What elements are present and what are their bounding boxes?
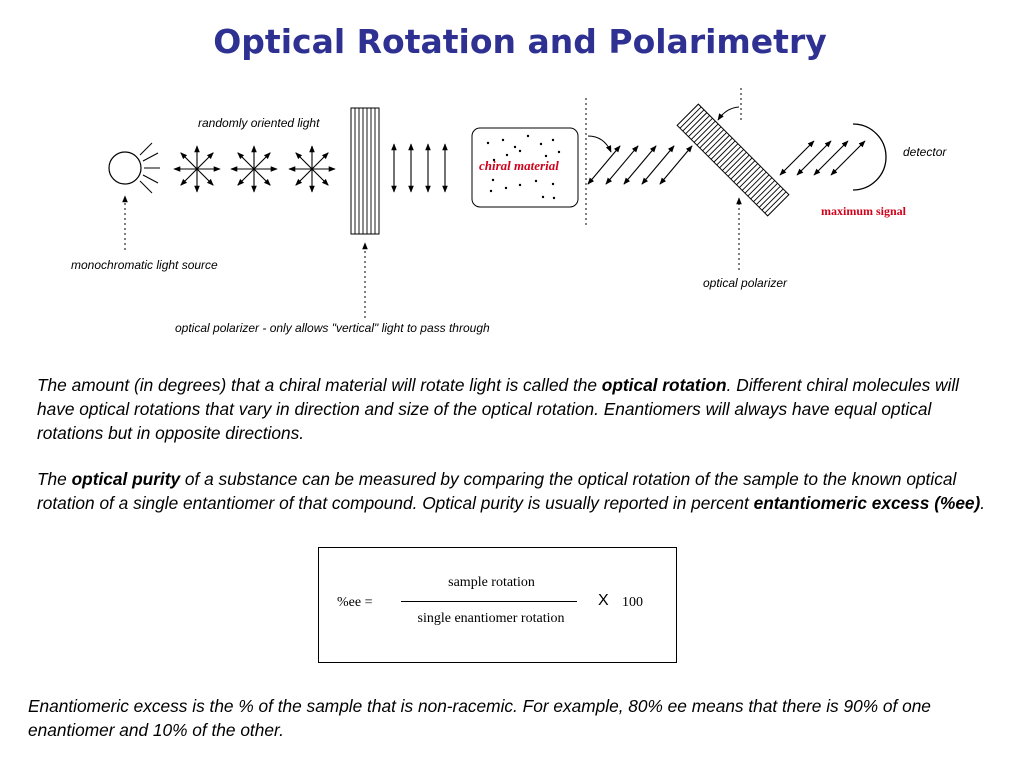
rotated-light-arrow xyxy=(587,145,621,185)
chiral-material-cell: chiral material xyxy=(471,127,579,208)
rotated-light-arrow xyxy=(623,145,657,185)
term-optical-purity: optical purity xyxy=(71,469,181,489)
transmitted-light-arrows xyxy=(779,140,866,176)
light-ray-arrow xyxy=(311,168,329,186)
paragraph-optical-rotation: The amount (in degrees) that a chiral ma… xyxy=(37,375,960,443)
rotated-light-arrow xyxy=(641,145,675,185)
first-polarizer xyxy=(350,107,380,235)
light-ray-arrow xyxy=(295,168,313,186)
term-enantiomeric-excess: entantiomeric excess (%ee) xyxy=(753,493,981,513)
formula-numerator: sample rotation xyxy=(448,575,535,590)
polarimetry-diagram: randomly oriented light chiral material … xyxy=(71,88,947,335)
vertical-polarized-arrows xyxy=(391,143,448,193)
formula-times: X xyxy=(598,592,609,609)
rotation-indicator-2-icon xyxy=(717,88,742,121)
label-second-polarizer: optical polarizer xyxy=(703,276,788,290)
transmitted-light-arrow xyxy=(796,140,832,176)
formula-denominator: single enantiomer rotation xyxy=(417,611,565,626)
label-chiral-material: chiral material xyxy=(479,158,559,173)
formula-factor: 100 xyxy=(622,595,643,610)
light-ray-arrow xyxy=(180,168,198,186)
light-ray-arrow xyxy=(311,152,329,170)
light-source-icon xyxy=(108,142,160,194)
light-ray-arrow xyxy=(253,168,271,186)
light-ray-arrow xyxy=(237,152,255,170)
rotated-light-arrows xyxy=(587,145,693,185)
term-optical-rotation: optical rotation xyxy=(601,375,727,395)
ee-formula: %ee = sample rotation single enantiomer … xyxy=(318,547,677,663)
fraction-bar xyxy=(401,601,577,602)
second-polarizer xyxy=(676,103,790,217)
light-ray-arrow xyxy=(196,168,214,186)
footer-note: Enantiomeric excess is the % of the samp… xyxy=(28,696,931,740)
label-first-polarizer: optical polarizer - only allows "vertica… xyxy=(175,321,490,335)
page-title: Optical Rotation and Polarimetry xyxy=(213,22,827,61)
light-ray-arrow xyxy=(180,152,198,170)
light-ray-arrow xyxy=(196,152,214,170)
random-light-arrows xyxy=(173,145,336,193)
light-ray-arrow xyxy=(237,168,255,186)
label-detector: detector xyxy=(903,145,947,159)
formula-lhs: %ee = xyxy=(337,595,373,610)
light-ray-arrow xyxy=(295,152,313,170)
transmitted-light-arrow xyxy=(813,140,849,176)
label-maximum-signal: maximum signal xyxy=(821,204,907,218)
paragraph-optical-purity: The optical purity of a substance can be… xyxy=(37,469,986,513)
label-light-source: monochromatic light source xyxy=(71,258,218,272)
transmitted-light-arrow xyxy=(779,140,815,176)
light-ray-arrow xyxy=(253,152,271,170)
detector-icon xyxy=(852,123,887,191)
rotated-light-arrow xyxy=(659,145,693,185)
transmitted-light-arrow xyxy=(830,140,866,176)
rotation-indicator-icon xyxy=(585,98,612,228)
label-randomly-oriented-light: randomly oriented light xyxy=(198,116,320,130)
